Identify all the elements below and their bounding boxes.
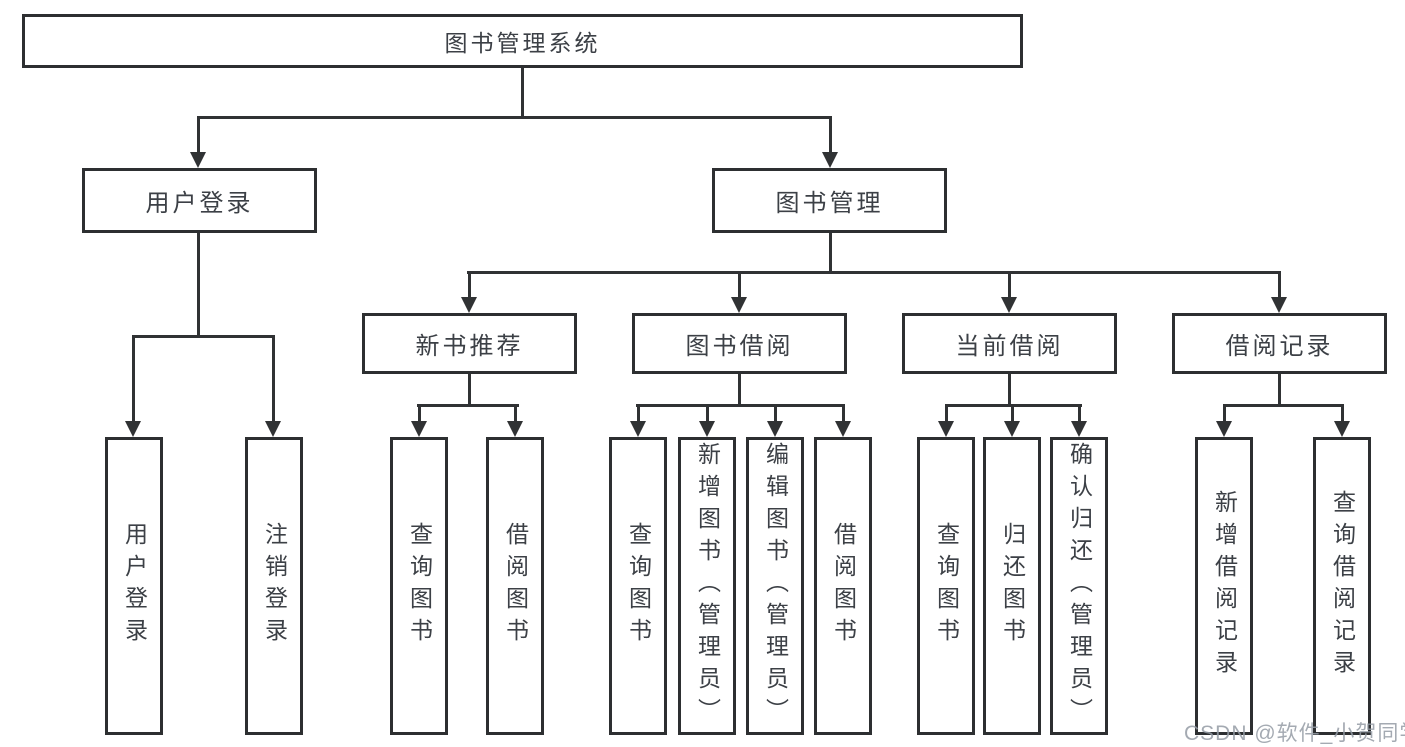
connector-line [468, 271, 471, 301]
connector-line [1008, 271, 1011, 301]
connector-line [637, 404, 640, 424]
node-label: 用户登录 [121, 522, 148, 650]
arrowhead-down [265, 421, 281, 437]
node-label: 借阅图书 [830, 522, 857, 650]
node-book-management: 图书管理 [712, 168, 947, 233]
leaf-return-books: 归还图书 [983, 437, 1041, 735]
node-label: 查询图书 [933, 522, 960, 650]
arrowhead-down [835, 421, 851, 437]
connector-line [1078, 404, 1081, 424]
connector-line [418, 404, 421, 424]
arrowhead-down [411, 421, 427, 437]
connector-line [1278, 374, 1281, 407]
arrowhead-down [190, 152, 206, 168]
arrowhead-down [767, 421, 783, 437]
arrowhead-down [1001, 297, 1017, 313]
arrowhead-down [731, 297, 747, 313]
connector-line [521, 68, 524, 117]
node-label: 编辑图书（管理员） [762, 442, 789, 730]
connector-line [829, 116, 832, 156]
arrowhead-down [1334, 421, 1350, 437]
node-label: 借阅记录 [1225, 333, 1334, 360]
node-label: 查询借阅记录 [1329, 490, 1356, 682]
connector-line [514, 404, 517, 424]
leaf-logout: 注销登录 [245, 437, 303, 735]
arrowhead-down [1216, 421, 1232, 437]
arrowhead-down [1004, 421, 1020, 437]
node-new-book-recommend: 新书推荐 [362, 313, 577, 374]
connector-line [417, 404, 519, 407]
leaf-query-books-borrow: 查询图书 [609, 437, 667, 735]
connector-line [774, 404, 777, 424]
node-label: 用户登录 [145, 190, 254, 217]
node-user-login: 用户登录 [82, 168, 317, 233]
connector-line [468, 374, 471, 407]
leaf-add-borrow-record: 新增借阅记录 [1195, 437, 1253, 735]
node-label: 图书管理 [775, 190, 884, 217]
arrowhead-down [507, 421, 523, 437]
leaf-user-login: 用户登录 [105, 437, 163, 735]
node-label: 查询图书 [406, 522, 433, 650]
node-label: 新书推荐 [415, 333, 524, 360]
arrowhead-down [699, 421, 715, 437]
arrowhead-down [125, 421, 141, 437]
arrowhead-down [461, 297, 477, 313]
connector-line [1011, 404, 1014, 424]
node-borrow-records: 借阅记录 [1172, 313, 1387, 374]
arrowhead-down [630, 421, 646, 437]
connector-line [738, 271, 741, 301]
node-label: 借阅图书 [502, 522, 529, 650]
watermark: CSDN @软件_小贺同学 [1184, 722, 1405, 745]
node-label: 归还图书 [999, 522, 1026, 650]
node-label: 查询图书 [625, 522, 652, 650]
leaf-query-books-current: 查询图书 [917, 437, 975, 735]
connector-line [1223, 404, 1344, 407]
arrowhead-down [938, 421, 954, 437]
connector-line [829, 233, 832, 274]
node-label: 新增图书（管理员） [694, 442, 721, 730]
connector-line [467, 271, 1281, 274]
node-label: 新增借阅记录 [1211, 490, 1238, 682]
connector-line [132, 335, 275, 338]
connector-line [1008, 374, 1011, 407]
leaf-query-books-recommend: 查询图书 [390, 437, 448, 735]
leaf-query-borrow-record: 查询借阅记录 [1313, 437, 1371, 735]
connector-line [272, 335, 275, 425]
connector-line [945, 404, 948, 424]
connector-line [132, 335, 135, 425]
connector-line [197, 116, 832, 119]
arrowhead-down [1271, 297, 1287, 313]
node-label: 注销登录 [261, 522, 288, 650]
node-root: 图书管理系统 [22, 14, 1023, 68]
arrowhead-down [822, 152, 838, 168]
leaf-add-book-admin: 新增图书（管理员） [678, 437, 736, 735]
node-label: 当前借阅 [955, 333, 1064, 360]
node-book-borrow: 图书借阅 [632, 313, 847, 374]
leaf-confirm-return-admin: 确认归还（管理员） [1050, 437, 1108, 735]
connector-line [738, 374, 741, 407]
leaf-borrow-books-recommend: 借阅图书 [486, 437, 544, 735]
connector-line [1223, 404, 1226, 424]
connector-line [706, 404, 709, 424]
connector-line [842, 404, 845, 424]
node-current-borrow: 当前借阅 [902, 313, 1117, 374]
node-label: 确认归还（管理员） [1066, 442, 1093, 730]
leaf-edit-book-admin: 编辑图书（管理员） [746, 437, 804, 735]
node-label: 图书借阅 [685, 333, 794, 360]
node-label: 图书管理系统 [444, 30, 601, 56]
leaf-borrow-books: 借阅图书 [814, 437, 872, 735]
connector-line [1278, 271, 1281, 301]
connector-line [197, 233, 200, 337]
arrowhead-down [1071, 421, 1087, 437]
connector-line [1341, 404, 1344, 424]
connector-line [636, 404, 845, 407]
connector-line [197, 116, 200, 156]
